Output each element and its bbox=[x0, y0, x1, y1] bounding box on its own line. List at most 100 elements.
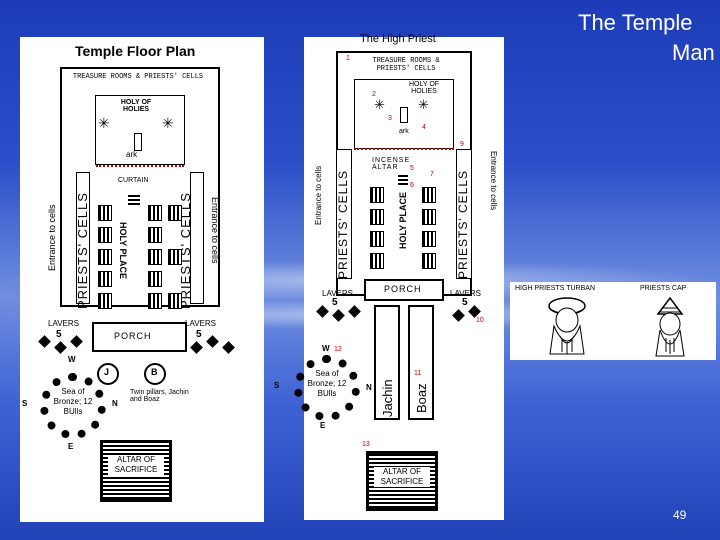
number-13: 13 bbox=[362, 441, 370, 448]
lampstand bbox=[370, 253, 384, 269]
number-2: 2 bbox=[372, 91, 376, 98]
lampstand bbox=[168, 293, 182, 309]
pillar-jachin bbox=[97, 363, 119, 385]
lampstand bbox=[98, 293, 112, 309]
pillar-jachin bbox=[374, 305, 400, 420]
turban-label: HIGH PRIESTS TURBAN bbox=[515, 285, 595, 292]
laver-icon bbox=[316, 305, 329, 318]
temple-floor-plan-panel: Temple Floor Plan TREASURE ROOMS & PRIES… bbox=[20, 37, 264, 522]
curtain-line bbox=[96, 165, 184, 167]
lampstand bbox=[422, 209, 436, 225]
entrance-to-cells-right: Entrance to cells bbox=[489, 151, 498, 211]
laver-icon bbox=[206, 335, 219, 348]
cherub-icon: ✳ bbox=[98, 115, 110, 131]
ark-label: ark bbox=[399, 128, 409, 135]
number-1: 1 bbox=[346, 55, 350, 62]
twin-pillars-label: Twin pillars, Jachin and Boaz bbox=[130, 389, 189, 403]
cherub-icon: ✳ bbox=[374, 97, 385, 112]
incense-altar-icon bbox=[398, 175, 408, 185]
ark-of-covenant bbox=[134, 133, 142, 151]
laver-icon bbox=[70, 335, 83, 348]
high-priest-turban-drawing bbox=[548, 297, 586, 355]
lampstand bbox=[370, 187, 384, 203]
laver-icon bbox=[222, 341, 235, 354]
lavers-label-left: LAVERS bbox=[48, 319, 79, 328]
number-9: 9 bbox=[460, 141, 464, 148]
slide-title-line2: Man bbox=[672, 40, 715, 65]
sea-of-bronze bbox=[40, 373, 106, 439]
lampstand bbox=[98, 205, 112, 221]
curtain-line bbox=[354, 148, 454, 150]
laver-icon bbox=[468, 305, 481, 318]
number-12: 12 bbox=[334, 346, 342, 353]
lavers-number-left: 5 bbox=[56, 329, 62, 340]
right-cells bbox=[456, 149, 472, 279]
jachin-label: Jachin bbox=[380, 379, 395, 417]
altar-label: ALTAR OF SACRIFICE bbox=[108, 455, 164, 475]
treasure-rooms-label: TREASURE ROOMS & PRIESTS' CELLS bbox=[72, 73, 204, 81]
panel-title: The High Priest bbox=[360, 33, 436, 45]
entrance-to-cells-left: Entrance to cells bbox=[314, 165, 323, 225]
cap-label: PRIESTS CAP bbox=[640, 285, 687, 292]
lampstand bbox=[148, 249, 162, 265]
porch bbox=[364, 279, 444, 301]
lampstand bbox=[422, 253, 436, 269]
curtain-label: CURTAIN bbox=[118, 177, 149, 184]
ark-of-covenant bbox=[400, 107, 408, 123]
compass-east: E bbox=[68, 442, 74, 451]
holy-place-label: HOLY PLACE bbox=[118, 222, 128, 280]
compass-north: N bbox=[112, 399, 118, 408]
slide-title-line1: The Temple bbox=[578, 10, 693, 35]
number-3: 3 bbox=[388, 115, 392, 122]
cherub-icon: ✳ bbox=[162, 115, 174, 131]
priests-cells-left: PRIESTS' CELLS bbox=[75, 192, 90, 309]
sea-of-bronze-label: Sea of Bronze; 12 BUlls bbox=[307, 369, 347, 398]
compass-west: W bbox=[68, 355, 76, 364]
incense-altar-label: INCENSE ALTAR bbox=[372, 157, 411, 171]
holy-of-holies bbox=[95, 95, 185, 165]
lampstand bbox=[148, 205, 162, 221]
sea-of-bronze bbox=[294, 355, 360, 421]
porch-label: PORCH bbox=[114, 331, 152, 341]
lavers-number-right: 5 bbox=[462, 297, 468, 308]
lampstand bbox=[148, 293, 162, 309]
holy-of-holies-label: HOLY OF HOLIES bbox=[408, 81, 440, 95]
lampstand bbox=[168, 249, 182, 265]
sea-of-bronze-label: Sea of Bronze; 12 BUlls bbox=[53, 387, 93, 416]
holy-place-label: HOLY PLACE bbox=[398, 191, 408, 249]
headwear-image: HIGH PRIESTS TURBAN PRIESTS CAP bbox=[510, 282, 716, 360]
pillar-boaz bbox=[144, 363, 166, 385]
lavers-label-left: LAVERS bbox=[322, 289, 353, 298]
lavers-number-right: 5 bbox=[196, 329, 202, 340]
porch-label: PORCH bbox=[384, 284, 422, 294]
incense-altar-icon bbox=[128, 193, 140, 205]
pillar-j-label: J bbox=[104, 367, 110, 377]
lampstand bbox=[422, 231, 436, 247]
lampstand bbox=[148, 271, 162, 287]
number-6: 6 bbox=[410, 182, 414, 189]
priests-cells-left: PRIESTS' CELLS bbox=[336, 170, 350, 279]
priests-cap-drawing bbox=[655, 296, 685, 357]
lavers-number-left: 5 bbox=[332, 297, 338, 308]
priests-cells-right: PRIESTS' CELLS bbox=[456, 170, 470, 279]
lampstand bbox=[168, 205, 182, 221]
laver-icon bbox=[452, 309, 465, 322]
number-10: 10 bbox=[476, 317, 484, 324]
lampstand bbox=[370, 209, 384, 225]
high-priest-plan-panel: The High Priest 1 TREASURE ROOMS & PRIES… bbox=[294, 33, 504, 520]
lampstand bbox=[98, 271, 112, 287]
compass-west: W bbox=[322, 344, 330, 353]
lampstand bbox=[98, 227, 112, 243]
lampstand bbox=[370, 231, 384, 247]
entrance-to-cells-right: Entrance to cells bbox=[210, 197, 220, 264]
lavers-label-right: LAVERS bbox=[450, 289, 481, 298]
treasure-rooms-label: TREASURE ROOMS & PRIESTS' CELLS bbox=[372, 57, 440, 73]
laver-icon bbox=[332, 309, 345, 322]
laver-icon bbox=[190, 341, 203, 354]
cherub-icon: ✳ bbox=[418, 97, 429, 112]
holy-of-holies-label: HOLY OF HOLIES bbox=[120, 99, 152, 113]
porch bbox=[92, 322, 187, 352]
compass-south: S bbox=[22, 399, 28, 408]
page-number: 49 bbox=[673, 508, 687, 522]
ark-label: ark bbox=[126, 150, 138, 159]
